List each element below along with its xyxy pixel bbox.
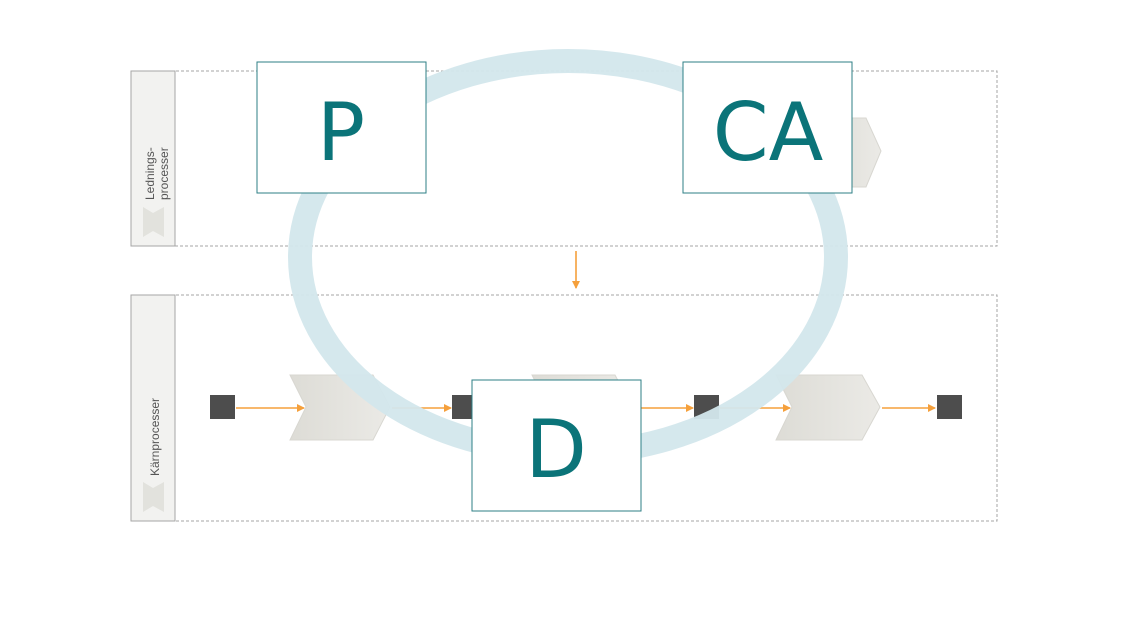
pdca-letter-plan: P (317, 86, 365, 179)
core-process-chevron-3 (775, 374, 881, 441)
pdca-letter-check-act: CA (713, 86, 824, 179)
management-lane-chevron-icon (143, 207, 164, 237)
management-lane-label: Lednings- processer (143, 144, 171, 200)
pdca-box-check-act: CA (682, 61, 853, 194)
core-lane-header (130, 294, 176, 522)
core-lane-label: Kärnprocesser (148, 398, 162, 476)
core-lane-chevron-icon (143, 482, 164, 512)
pdca-letter-do: D (525, 403, 587, 496)
flow-node-4 (937, 395, 962, 419)
flow-node-1 (210, 395, 235, 419)
pdca-box-plan: P (256, 61, 427, 194)
pdca-box-do: D (471, 379, 642, 512)
